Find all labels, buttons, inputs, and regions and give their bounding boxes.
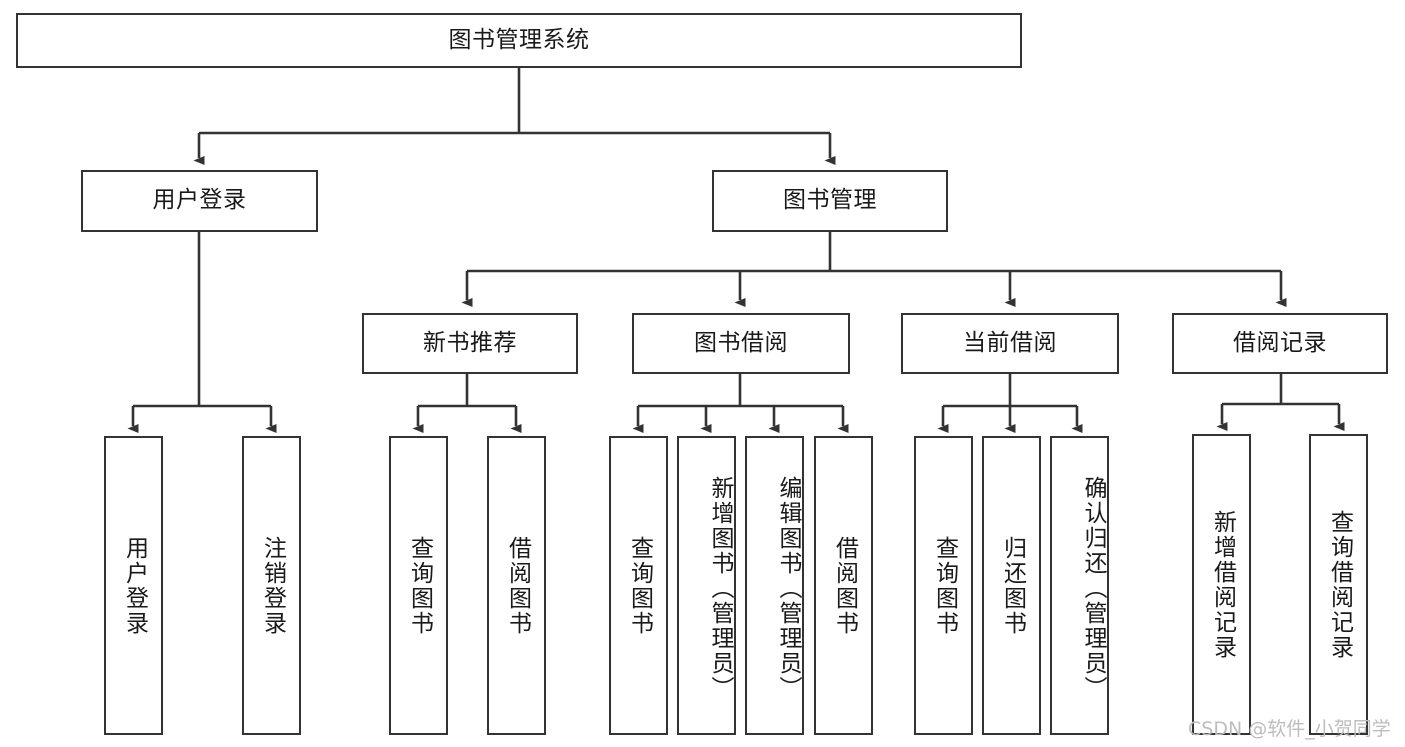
node-label: 查询图书 — [931, 535, 958, 636]
node-label: 图书借阅 — [694, 329, 788, 356]
leaf-user-login-login[interactable]: 用户登录 — [104, 436, 163, 735]
node-label: 编辑图书（管理员） — [775, 476, 801, 701]
leaf-current-borrow-confirm-return[interactable]: 确认归还（管理员） — [1050, 436, 1109, 735]
leaf-book-borrow-lend[interactable]: 借阅图书 — [814, 436, 873, 735]
leaf-new-book-borrow[interactable]: 借阅图书 — [487, 436, 546, 735]
leaf-current-borrow-return[interactable]: 归还图书 — [982, 436, 1041, 735]
node-borrow-record[interactable]: 借阅记录 — [1172, 313, 1388, 374]
node-label: 图书管理 — [783, 187, 877, 214]
node-label: 确认归还（管理员） — [1080, 476, 1106, 701]
node-label: 当前借阅 — [963, 329, 1057, 356]
node-new-book-recommend[interactable]: 新书推荐 — [362, 313, 578, 374]
node-label: 注销登录 — [259, 535, 286, 636]
node-label: 新增借阅记录 — [1209, 509, 1236, 660]
node-current-borrow[interactable]: 当前借阅 — [901, 313, 1119, 374]
leaf-book-borrow-edit[interactable]: 编辑图书（管理员） — [745, 436, 804, 735]
node-label: 图书管理系统 — [448, 26, 590, 53]
leaf-user-login-logout[interactable]: 注销登录 — [242, 436, 301, 735]
node-label: 查询借阅记录 — [1326, 509, 1353, 660]
node-label: 归还图书 — [999, 535, 1026, 636]
leaf-borrow-record-query[interactable]: 查询借阅记录 — [1309, 434, 1368, 735]
node-label: 用户登录 — [152, 187, 247, 214]
node-root-system[interactable]: 图书管理系统 — [16, 13, 1022, 68]
node-label: 查询图书 — [626, 535, 653, 636]
node-label: 借阅图书 — [831, 535, 858, 636]
node-label: 查询图书 — [406, 535, 433, 636]
leaf-current-borrow-query[interactable]: 查询图书 — [914, 436, 973, 735]
node-book-management[interactable]: 图书管理 — [712, 170, 948, 232]
leaf-book-borrow-query[interactable]: 查询图书 — [609, 436, 668, 735]
node-label: 新书推荐 — [423, 329, 517, 356]
node-user-login[interactable]: 用户登录 — [81, 170, 318, 232]
node-book-borrow[interactable]: 图书借阅 — [632, 313, 850, 374]
watermark: CSDN @软件_小贺同学 — [1188, 718, 1391, 740]
node-label: 用户登录 — [121, 535, 148, 636]
leaf-book-borrow-add[interactable]: 新增图书（管理员） — [677, 436, 736, 735]
leaf-borrow-record-add[interactable]: 新增借阅记录 — [1192, 434, 1251, 735]
node-label: 新增图书（管理员） — [707, 476, 733, 701]
node-label: 借阅记录 — [1233, 329, 1327, 356]
node-label: 借阅图书 — [504, 535, 531, 636]
leaf-new-book-query[interactable]: 查询图书 — [389, 436, 448, 735]
